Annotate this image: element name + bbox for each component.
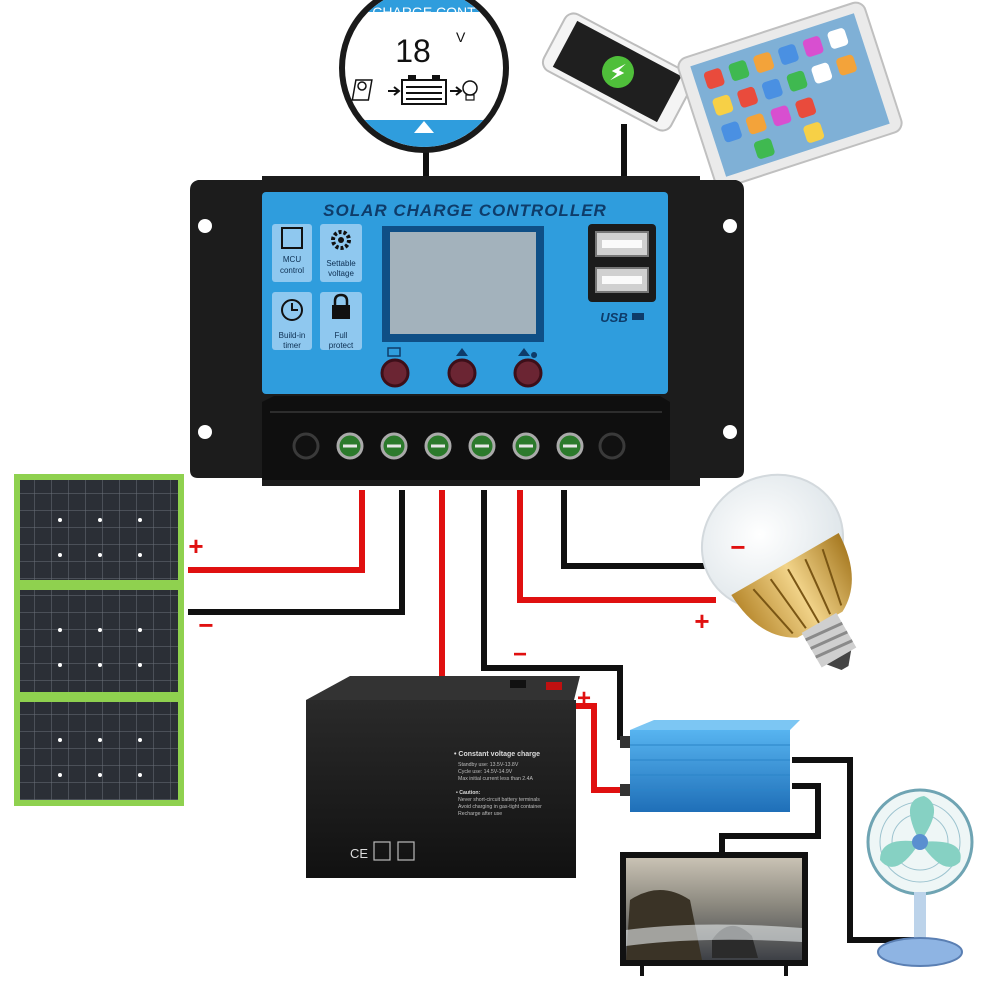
terminal-screws xyxy=(336,432,584,460)
panel-positive-sign: + xyxy=(188,531,203,561)
mount-hole-bottom-right xyxy=(723,425,737,439)
usb-label: USB xyxy=(600,310,627,325)
fan-base xyxy=(877,937,963,967)
solar-positive-wire xyxy=(188,490,365,573)
wiring xyxy=(188,124,920,943)
battery-positive-wire xyxy=(439,490,622,793)
battery-positive-sign: + xyxy=(577,685,591,712)
solar-charge-controller: SOLAR CHARGE CONTROLLER MCU control Sett… xyxy=(190,176,744,486)
zoom-up-arrow-icon xyxy=(414,121,434,133)
svg-text:Settable: Settable xyxy=(326,259,356,268)
lightning-icon xyxy=(610,63,626,81)
feature-badge-timer: Build-in timer xyxy=(272,292,312,350)
svg-text:protect: protect xyxy=(329,341,354,350)
usb-plug-icon xyxy=(632,313,644,320)
inverter-body xyxy=(630,730,790,812)
bulb-heatsink xyxy=(731,533,852,638)
battery: • Constant voltage charge Standby use: 1… xyxy=(306,676,580,878)
button-up[interactable] xyxy=(447,358,477,388)
sun-panel-icon xyxy=(351,79,373,101)
phone xyxy=(541,12,695,132)
panel-negative-sign: − xyxy=(198,610,213,640)
clock-icon xyxy=(281,299,303,321)
button-menu[interactable] xyxy=(380,358,410,388)
terminal-cover-left xyxy=(292,432,320,460)
zoom-voltage-value: 18 xyxy=(395,33,431,69)
solar-panel-2 xyxy=(20,590,178,692)
zoom-banner: CHARGE CONT xyxy=(372,4,476,20)
svg-text:Cycle use: 14.5V-14.9V: Cycle use: 14.5V-14.9V xyxy=(458,769,513,775)
electric-fan xyxy=(866,788,974,967)
power-inverter xyxy=(620,720,800,812)
battery-label-lines: Standby use: 13.5V-13.8V Cycle use: 14.5… xyxy=(456,762,542,817)
led-bulb xyxy=(700,473,857,670)
load-negative-sign: − xyxy=(730,532,745,562)
svg-text:voltage: voltage xyxy=(328,269,354,278)
battery-lid xyxy=(306,676,580,700)
svg-text:Avoid charging in gas-tight co: Avoid charging in gas-tight container xyxy=(458,804,542,810)
button-up-load[interactable] xyxy=(513,358,543,388)
feature-badge-mcu: MCU control xyxy=(272,224,312,282)
svg-text:Max initial current less than: Max initial current less than 2.4A xyxy=(458,776,534,782)
fan-blade-1 xyxy=(909,796,935,842)
lcd-screen xyxy=(390,232,536,334)
menu-icon xyxy=(387,347,401,357)
svg-text:Recharge after use: Recharge after use xyxy=(458,811,502,817)
recycle-icon xyxy=(373,841,391,861)
app-grid xyxy=(703,28,857,159)
lock-icon xyxy=(332,293,350,319)
fan-blade-3 xyxy=(880,840,920,867)
battery-body xyxy=(306,700,576,878)
fan-pole xyxy=(914,892,926,944)
mount-hole-bottom-left xyxy=(198,425,212,439)
svg-text:MCU: MCU xyxy=(283,255,301,264)
feature-badge-protect: Full protect xyxy=(320,292,362,350)
load-positive-wire xyxy=(517,490,716,603)
solar-negative-wire xyxy=(188,490,405,615)
svg-text:• Caution:: • Caution: xyxy=(456,790,481,796)
svg-text:Never short-circuit battery te: Never short-circuit battery terminals xyxy=(458,797,540,803)
television xyxy=(620,852,808,976)
zoom-circle xyxy=(339,0,509,153)
svg-text:timer: timer xyxy=(283,341,301,350)
up-arrow-icon xyxy=(456,348,468,356)
fan-blade-2 xyxy=(920,841,961,867)
load-negative-wire xyxy=(561,490,750,569)
battery-negative-sign: − xyxy=(513,641,527,668)
battery-label-title: • Constant voltage charge xyxy=(454,751,540,758)
arrow-right-icon xyxy=(388,86,401,96)
gear-icon xyxy=(331,230,351,250)
load-positive-sign: + xyxy=(694,606,709,636)
up-arrow-bulb-icon xyxy=(518,348,538,358)
mount-hole-top-left xyxy=(198,219,212,233)
arrow-right-icon xyxy=(450,86,463,96)
feature-badge-voltage: Settable voltage xyxy=(320,224,362,282)
tablet xyxy=(677,1,903,189)
svg-text:Build-in: Build-in xyxy=(279,331,306,340)
solar-panel-array xyxy=(14,474,184,806)
mount-hole-top-right xyxy=(723,219,737,233)
pb-icon xyxy=(397,841,415,861)
solar-panel-3 xyxy=(20,702,178,800)
battery-icon xyxy=(401,75,447,105)
solar-panel-1 xyxy=(20,480,178,580)
battery-negative-wire xyxy=(481,490,623,740)
svg-text:Full: Full xyxy=(335,331,348,340)
bulb-icon xyxy=(462,80,478,101)
zoom-voltage-unit: V xyxy=(456,29,466,45)
inverter-top xyxy=(630,720,800,730)
chip-icon xyxy=(281,227,303,249)
controller-title: SOLAR CHARGE CONTROLLER xyxy=(323,201,607,220)
terminal-cover-right xyxy=(598,432,626,460)
zoom-display: CHARGE CONT 18 V xyxy=(339,0,509,153)
inverter-tv-wire xyxy=(719,783,821,856)
ce-mark: CE xyxy=(350,846,368,861)
svg-text:control: control xyxy=(280,266,304,275)
inverter-fan-wire xyxy=(792,757,920,943)
svg-text:Standby use: 13.5V-13.8V: Standby use: 13.5V-13.8V xyxy=(458,762,519,768)
